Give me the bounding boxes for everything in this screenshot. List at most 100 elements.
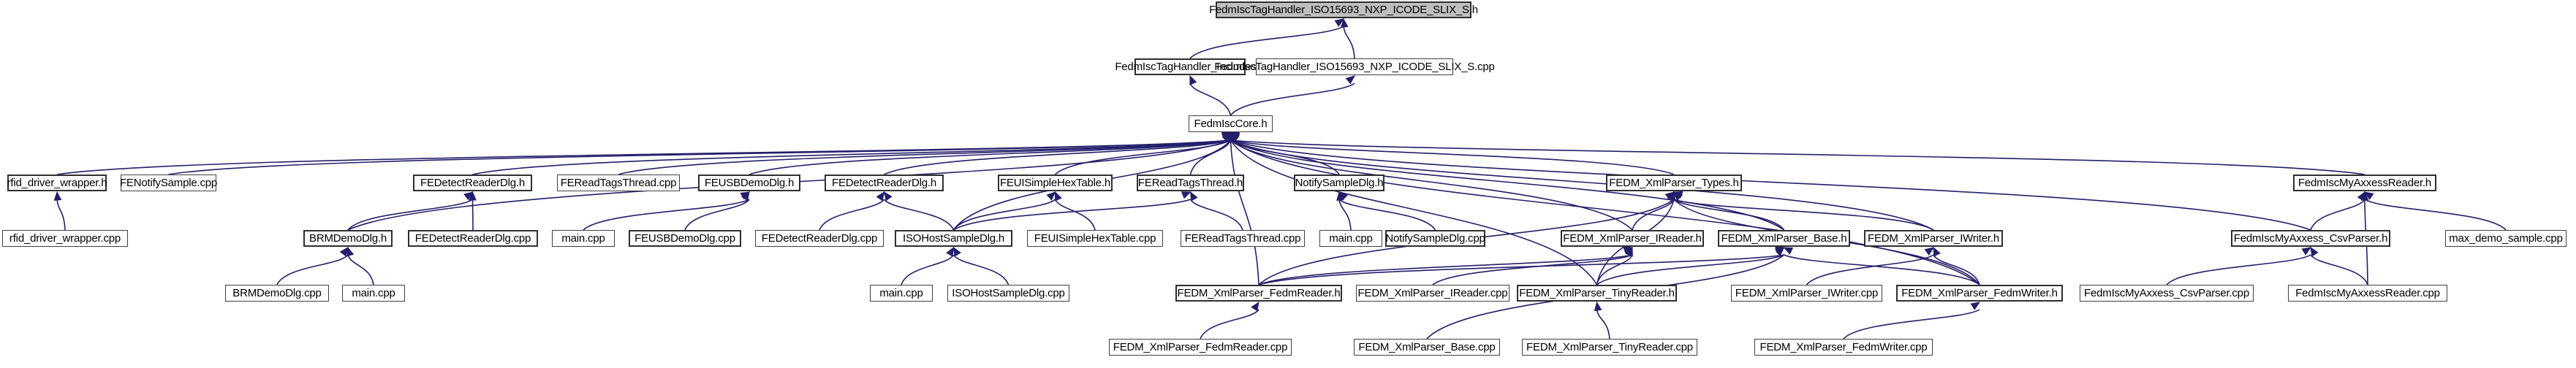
graph-node[interactable]: FEReadTagsThread.cpp [557, 175, 680, 191]
graph-node[interactable]: FEDM_XmlParser_Types.h [1606, 175, 1742, 191]
graph-node[interactable]: BRMDemoDlg.cpp [225, 285, 329, 302]
graph-edge-arrowhead [1933, 246, 1941, 257]
graph-edge-arrowhead [1673, 191, 1683, 202]
graph-node[interactable]: FEDM_XmlParser_Base.cpp [1354, 339, 1500, 356]
graph-edge-arrowhead [1340, 18, 1349, 28]
graph-node[interactable]: ISOHostSampleDlg.h [895, 230, 1012, 247]
graph-edge [1230, 139, 1784, 231]
graph-node[interactable]: FENotifySample.cpp [120, 175, 217, 191]
graph-edge [1338, 199, 1436, 231]
graph-edge [1343, 26, 1355, 59]
graph-edge [1230, 139, 1980, 285]
graph-edge-arrowhead [1970, 302, 1981, 310]
graph-edge [1258, 254, 1784, 285]
graph-edge [1596, 254, 1784, 285]
graph-edge-arrowhead [53, 191, 62, 201]
graph-edge [952, 254, 1009, 285]
graph-node[interactable]: max_demo_sample.cpp [2445, 230, 2566, 247]
graph-node[interactable]: main.cpp [552, 230, 615, 247]
graph-edge [1200, 309, 1259, 340]
graph-node[interactable]: FedmIscMyAxxess_CsvParser.cpp [2080, 285, 2254, 302]
graph-node[interactable]: main.cpp [342, 285, 405, 302]
graph-edge-arrowhead [883, 191, 893, 202]
graph-edge-arrowhead [741, 191, 750, 202]
graph-node[interactable]: FEDM_XmlParser_IWriter.cpp [1731, 285, 1882, 302]
graph-node[interactable]: FEDetectReaderDlg.h [825, 175, 944, 191]
graph-edge [684, 199, 750, 231]
graph-node[interactable]: FEDM_XmlParser_IReader.h [1561, 230, 1704, 247]
graph-edge-arrowhead [2310, 246, 2319, 257]
graph-edge [1596, 254, 1633, 285]
graph-node[interactable]: FEDM_XmlParser_FedmReader.h [1175, 285, 1342, 302]
graph-node[interactable]: main.cpp [870, 285, 933, 302]
graph-edge-arrowhead [1625, 246, 1633, 257]
graph-edge [56, 199, 66, 231]
graph-node[interactable]: FEDM_XmlParser_TinyReader.cpp [1522, 339, 1697, 356]
graph-node[interactable]: FEUISimpleHexTable.cpp [1027, 230, 1163, 247]
graph-edge [1338, 199, 1352, 231]
graph-node[interactable]: FEDM_XmlParser_TinyReader.h [1517, 285, 1677, 302]
graph-edge [1784, 254, 1980, 285]
graph-edge [1230, 139, 1259, 285]
graph-edge [1054, 199, 1096, 231]
graph-edge [347, 199, 473, 231]
graph-node[interactable]: main.cpp [1319, 230, 1382, 247]
graph-edge [1632, 199, 1675, 231]
graph-edge [1806, 254, 1934, 285]
graph-edge-arrowhead [946, 246, 955, 257]
graph-edge [583, 199, 750, 231]
graph-edge [1230, 139, 1598, 285]
graph-node[interactable]: FEUSBDemoDlg.h [698, 175, 800, 191]
graph-edge [1673, 199, 1785, 231]
graph-edge-arrowhead [1189, 74, 1197, 85]
graph-node[interactable]: FEUSBDemoDlg.cpp [629, 230, 741, 247]
graph-edge [472, 139, 1231, 175]
graph-node[interactable]: FEDM_XmlParser_IReader.cpp [1356, 285, 1509, 302]
graph-edge-arrowhead [463, 191, 474, 201]
graph-node[interactable]: FEDetectReaderDlg.cpp [408, 230, 538, 247]
graph-node[interactable]: FEDM_XmlParser_IWriter.h [1864, 230, 2003, 247]
graph-edge [884, 139, 1231, 175]
graph-edge-arrowhead [1668, 191, 1676, 202]
graph-edge [618, 139, 1231, 175]
graph-node-root[interactable]: FedmIscTagHandler_ISO15693_NXP_ICODE_SLI… [1209, 1, 1478, 18]
graph-node[interactable]: FedmIscTagHandler_Includes.h [1115, 58, 1265, 75]
graph-edge [2310, 199, 2365, 231]
graph-node[interactable]: FEDM_XmlParser_FedmWriter.cpp [1754, 339, 1933, 356]
graph-node[interactable]: FedmIscTagHandler_ISO15693_NXP_ICODE_SLI… [1214, 58, 1495, 75]
graph-edge [1189, 83, 1232, 116]
graph-edge [1189, 26, 1344, 59]
graph-edge-arrowhead [1251, 301, 1259, 312]
graph-edge-arrowhead [952, 246, 962, 257]
graph-edge [883, 199, 955, 231]
graph-node[interactable]: FEDM_XmlParser_FedmReader.cpp [1109, 339, 1292, 356]
graph-node[interactable]: FedmIscMyAxxessReader.h [2293, 175, 2436, 191]
graph-edge [819, 199, 885, 231]
graph-edge [1230, 139, 1633, 231]
graph-node[interactable]: FedmIscCore.h [1189, 115, 1273, 132]
graph-node[interactable]: FEDM_XmlParser_FedmWriter.h [1896, 285, 2063, 302]
graph-edge-arrowhead [1230, 132, 1240, 142]
graph-node[interactable]: FEUISimpleHexTable.h [998, 175, 1113, 191]
graph-node[interactable]: NotifySampleDlg.cpp [1385, 230, 1485, 247]
graph-edge [901, 254, 955, 285]
graph-edge-arrowhead [1054, 191, 1062, 202]
graph-node[interactable]: rfid_driver_wrapper.cpp [2, 230, 128, 247]
graph-node[interactable]: FEDM_XmlParser_Base.h [1718, 230, 1850, 247]
graph-node[interactable]: FEDetectReaderDlg.cpp [755, 230, 884, 247]
graph-node[interactable]: rfid_driver_wrapper.h [7, 175, 107, 191]
graph-node[interactable]: ISOHostSampleDlg.cpp [947, 285, 1069, 302]
graph-node[interactable]: FEDetectReaderDlg.h [413, 175, 532, 191]
graph-edge-arrowhead [346, 246, 355, 257]
graph-edge [276, 254, 349, 285]
graph-node[interactable]: FEReadTagsThread.cpp [1181, 230, 1305, 247]
graph-node[interactable]: FedmIscMyAxxessReader.cpp [2288, 285, 2447, 302]
graph-edge [1230, 139, 2365, 175]
graph-edge [168, 139, 1231, 175]
graph-node[interactable]: FEReadTagsThread.h [1137, 175, 1244, 191]
graph-node[interactable]: BRMDemoDlg.h [303, 230, 393, 247]
graph-edge-arrowhead [1334, 18, 1345, 27]
graph-node[interactable]: FedmIscMyAxxess_CsvParser.h [2231, 230, 2390, 247]
graph-node[interactable]: NotifySampleDlg.h [1294, 175, 1384, 191]
